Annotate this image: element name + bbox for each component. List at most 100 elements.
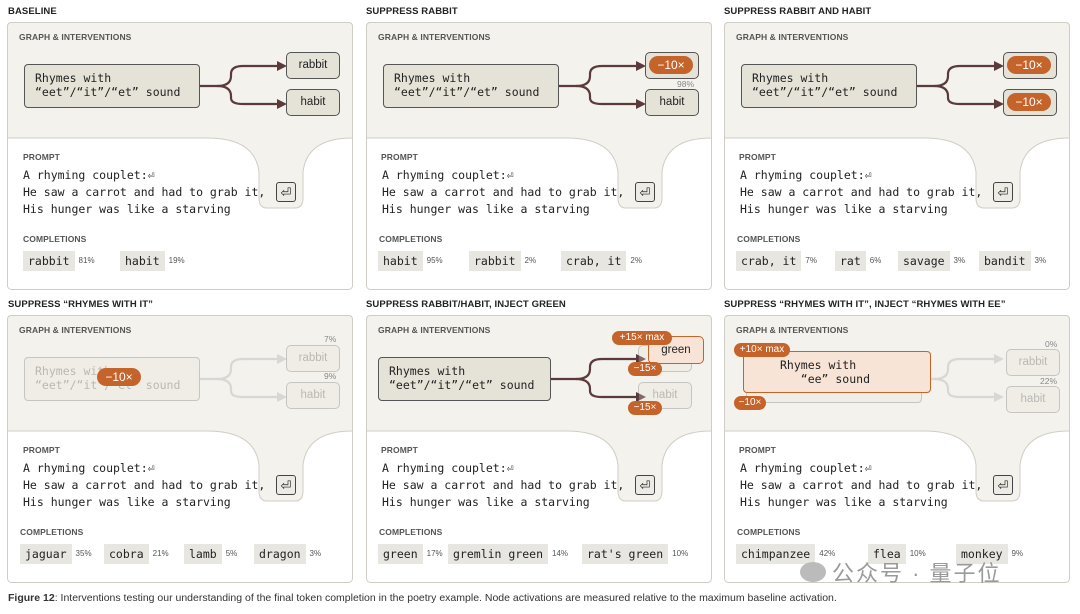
graph-edges: [917, 354, 1004, 402]
prompt-line-3: His hunger was like a starving: [382, 495, 590, 509]
prompt-label: PROMPT: [23, 445, 60, 455]
prompt-line-2: He saw a carrot and had to grab it,: [23, 185, 266, 199]
graph-label: GRAPH & INTERVENTIONS: [19, 32, 132, 42]
return-key-icon: ⏎: [993, 475, 1013, 495]
suppress-pill: −10×: [734, 396, 766, 410]
prompt-line-2: He saw a carrot and had to grab it,: [740, 185, 983, 199]
prompt-line-2: He saw a carrot and had to grab it,: [740, 478, 983, 492]
suppress-pill: −10×: [649, 56, 693, 74]
panel-title-1: BASELINE: [8, 6, 57, 17]
prompt-label: PROMPT: [23, 152, 60, 162]
caption-text: : Interventions testing our understandin…: [54, 592, 837, 604]
inject-pill: +15× max: [612, 331, 672, 345]
panel-baseline: GRAPH & INTERVENTIONS Rhymes with “eet”/…: [7, 22, 353, 290]
completions-label: COMPLETIONS: [737, 527, 801, 537]
node-rhymes-with-it: Rhymes with “eet”/“it”/“et” sound: [24, 64, 200, 108]
activation-pct: 9%: [324, 371, 337, 381]
prompt-line-3: His hunger was like a starving: [740, 202, 948, 216]
node-rabbit: rabbit: [286, 52, 340, 79]
panel-title-6: SUPPRESS “RHYMES WITH IT”, INJECT “RHYME…: [724, 299, 1006, 310]
node-rabbit: rabbit: [286, 345, 340, 372]
suppress-pill: −10×: [1007, 56, 1051, 74]
activation-pct: 0%: [1045, 339, 1058, 349]
node-rhymes-with-it: Rhymes with “eet”/“it”/“et” sound: [383, 64, 559, 108]
return-key-icon: ⏎: [276, 182, 296, 202]
prompt-label: PROMPT: [381, 152, 418, 162]
completions-label: COMPLETIONS: [379, 234, 443, 244]
node-rabbit: rabbit: [1006, 349, 1060, 376]
graph-label: GRAPH & INTERVENTIONS: [378, 325, 491, 335]
return-key-icon: ⏎: [276, 475, 296, 495]
graph-label: GRAPH & INTERVENTIONS: [19, 325, 132, 335]
node-habit: habit: [1006, 386, 1060, 413]
completions-label: COMPLETIONS: [23, 234, 87, 244]
prompt-line-2: He saw a carrot and had to grab it,: [23, 478, 266, 492]
prompt-label: PROMPT: [739, 152, 776, 162]
graph-edges: [200, 61, 287, 109]
prompt-line-1: A rhyming couplet:⏎: [23, 168, 155, 182]
return-key-icon: ⏎: [635, 182, 655, 202]
completions-label: COMPLETIONS: [737, 234, 801, 244]
prompt-line-1: A rhyming couplet:⏎: [382, 168, 514, 182]
graph-edges: [917, 61, 1004, 109]
return-key-icon: ⏎: [635, 475, 655, 495]
activation-pct: 22%: [1040, 376, 1058, 386]
panel-inject-green: GRAPH & INTERVENTIONS Rhymes with “eet”/…: [366, 315, 712, 583]
prompt-line-3: His hunger was like a starving: [23, 495, 231, 509]
figure-label: Figure 12: [8, 592, 55, 604]
graph-label: GRAPH & INTERVENTIONS: [378, 32, 491, 42]
prompt-line-2: He saw a carrot and had to grab it,: [382, 478, 625, 492]
activation-pct: 7%: [324, 334, 337, 344]
node-rhymes-with-ee: Rhymes with “ee” sound: [743, 351, 931, 393]
node-rhymes-with-it: Rhymes with “eet”/“it”/“et” sound: [741, 64, 917, 108]
activation-pct: 98%: [677, 79, 695, 89]
prompt-label: PROMPT: [739, 445, 776, 455]
suppress-pill: −10×: [1007, 93, 1051, 111]
prompt-line-3: His hunger was like a starving: [23, 202, 231, 216]
watermark: 公众号 · 量子位: [800, 556, 1002, 588]
node-habit: habit: [286, 382, 340, 409]
panel-suppress-rhymes-it: GRAPH & INTERVENTIONS Rhymes with “eet”/…: [7, 315, 353, 583]
panel-title-3: SUPPRESS RABBIT AND HABIT: [724, 6, 872, 17]
prompt-line-1: A rhyming couplet:⏎: [740, 168, 872, 182]
panel-title-2: SUPPRESS RABBIT: [366, 6, 458, 17]
wechat-icon: [800, 562, 826, 582]
return-key-icon: ⏎: [993, 182, 1013, 202]
prompt-line-1: A rhyming couplet:⏎: [23, 461, 155, 475]
suppress-pill: −15×: [628, 401, 662, 415]
graph-label: GRAPH & INTERVENTIONS: [736, 32, 849, 42]
prompt-label: PROMPT: [381, 445, 418, 455]
graph-edges: [200, 354, 287, 402]
node-habit: habit: [645, 89, 699, 116]
graph-edges: [551, 354, 646, 402]
panel-inject-ee: GRAPH & INTERVENTIONS Rhymes with “ee” s…: [724, 315, 1070, 583]
suppress-pill: −10×: [97, 368, 141, 386]
panel-title-5: SUPPRESS RABBIT/HABIT, INJECT GREEN: [366, 299, 566, 310]
node-habit: habit: [286, 89, 340, 116]
inject-pill: +10× max: [734, 343, 790, 357]
prompt-line-3: His hunger was like a starving: [740, 495, 948, 509]
graph-label: GRAPH & INTERVENTIONS: [736, 325, 849, 335]
node-rhymes-with-it: Rhymes with “eet”/“it”/“et” sound: [378, 357, 551, 401]
prompt-line-3: His hunger was like a starving: [382, 202, 590, 216]
panel-suppress-rabbit: GRAPH & INTERVENTIONS Rhymes with “eet”/…: [366, 22, 712, 290]
graph-edges: [559, 61, 646, 109]
completions-label: COMPLETIONS: [20, 527, 84, 537]
prompt-line-2: He saw a carrot and had to grab it,: [382, 185, 625, 199]
panel-suppress-rabbit-habit: GRAPH & INTERVENTIONS Rhymes with “eet”/…: [724, 22, 1070, 290]
